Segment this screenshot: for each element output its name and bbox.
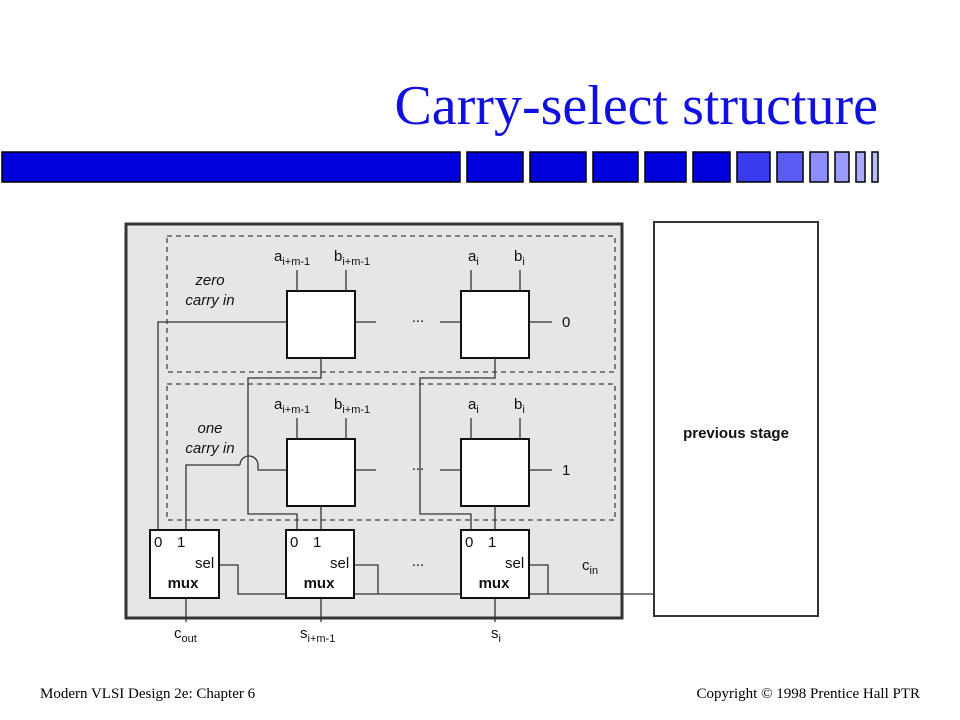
adder-input-b-right-one: bi (514, 396, 525, 416)
title-decoration-bar (0, 150, 960, 186)
mux-middle-name: mux (304, 575, 336, 592)
carry-out-label: cout (174, 625, 197, 645)
adder-one-left (286, 438, 356, 507)
bar-segment (834, 151, 850, 183)
adder-input-a-left-zero: ai+m-1 (274, 248, 310, 268)
bar-segment (855, 151, 866, 183)
mux-right-in0: 0 (465, 534, 473, 551)
copyright-suffix: 1998 Prentice Hall PTR (772, 686, 920, 702)
bar-segment (809, 151, 829, 183)
one-carry-label-line2: carry in (185, 440, 234, 457)
ellipsis-one-row: ... (412, 457, 425, 474)
zero-carry-in-value: 0 (562, 314, 570, 331)
mux-right (460, 529, 530, 599)
copyright-prefix: Copyright (696, 686, 762, 702)
mux-right-in1: 1 (488, 534, 496, 551)
mux-right-name: mux (479, 575, 511, 592)
decoration-bar-graphic (1, 151, 879, 183)
ellipsis-zero-row: ... (412, 309, 425, 326)
adder-input-b-right-zero: bi (514, 248, 525, 268)
mux-left-in0: 0 (154, 534, 162, 551)
bar-segment (692, 151, 731, 183)
one-carry-in-value: 1 (562, 462, 570, 479)
mux-right-sel: sel (505, 555, 524, 572)
mux-left-name: mux (168, 575, 200, 592)
carry-in-label: cin (582, 557, 598, 577)
one-carry-label-line1: one (197, 420, 222, 437)
footer-copyright: Copyright © 1998 Prentice Hall PTR (697, 686, 920, 703)
mux-middle-in1: 1 (313, 534, 321, 551)
adder-input-wires (296, 270, 521, 439)
adder-zero-left (286, 290, 356, 359)
sum-right-label: si (491, 625, 501, 645)
bar-segment (466, 151, 524, 183)
previous-stage-box (653, 221, 819, 617)
mux-left-in1: 1 (177, 534, 185, 551)
mux-middle-in0: 0 (290, 534, 298, 551)
mux-left-sel: sel (195, 555, 214, 572)
adder-one-right (460, 438, 530, 507)
mux-middle (285, 529, 355, 599)
interconnect-wires (157, 321, 654, 622)
adder-input-a-left-one: ai+m-1 (274, 396, 310, 416)
bar-segment (592, 151, 639, 183)
mux-left (149, 529, 220, 599)
zero-carry-label-line1: zero (194, 272, 224, 289)
bar-segment (644, 151, 687, 183)
mux-middle-sel: sel (330, 555, 349, 572)
one-carry-region (166, 383, 616, 521)
copyright-symbol: © (761, 686, 773, 702)
ellipsis-mux-row: ... (412, 553, 425, 570)
bar-segment (776, 151, 804, 183)
bar-segment-long (1, 151, 461, 183)
bar-segment (529, 151, 587, 183)
adder-input-b-left-zero: bi+m-1 (334, 248, 370, 268)
zero-carry-region (166, 235, 616, 373)
adder-input-a-right-zero: ai (468, 248, 479, 268)
footer-course-label: Modern VLSI Design 2e: Chapter 6 (40, 686, 256, 702)
adder-zero-right (460, 290, 530, 359)
previous-stage-label: previous stage (683, 425, 789, 442)
zero-carry-label-line2: carry in (185, 292, 234, 309)
sum-left-label: si+m-1 (300, 625, 335, 645)
bar-segment (736, 151, 771, 183)
adder-input-a-right-one: ai (468, 396, 479, 416)
adder-input-b-left-one: bi+m-1 (334, 396, 370, 416)
bar-segment (871, 151, 879, 183)
slide-title: Carry-select structure (394, 75, 878, 137)
